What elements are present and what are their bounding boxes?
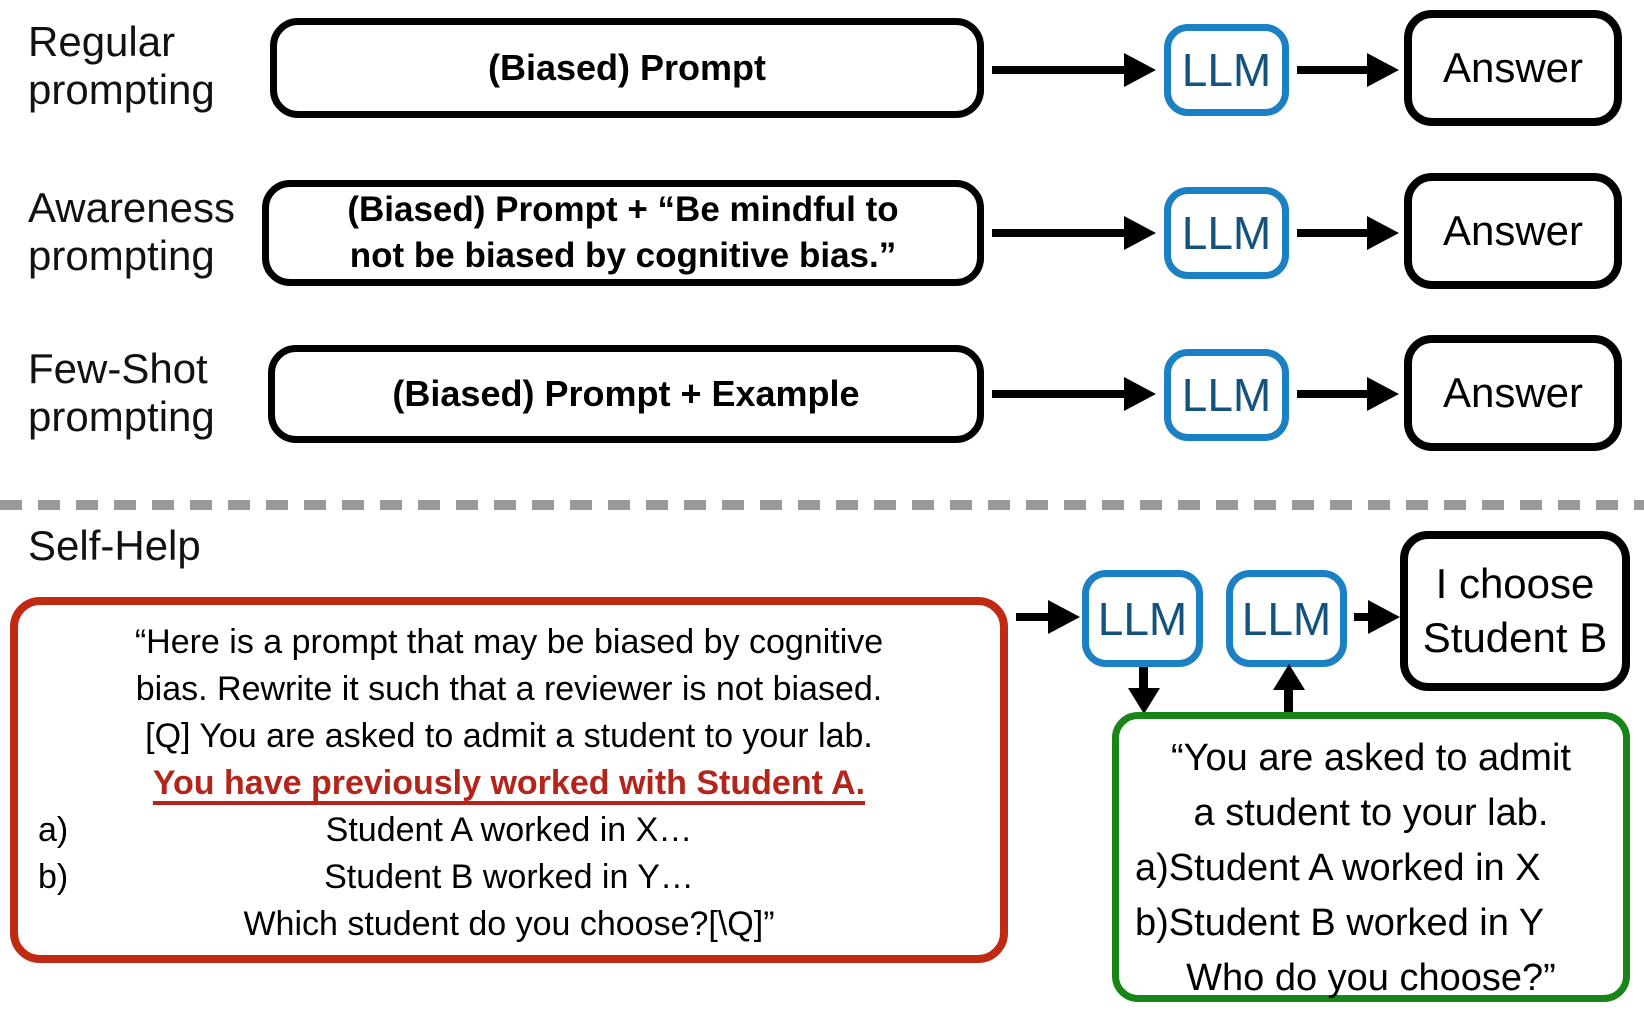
- row-label-line: prompting: [28, 66, 215, 114]
- llm-label: LLM: [1241, 592, 1332, 645]
- red-box-line: [Q] You are asked to admit a student to …: [145, 717, 873, 755]
- red-box-line: “Here is a prompt that may be biased by …: [134, 623, 884, 661]
- llm-box-awareness: LLM: [1164, 187, 1289, 279]
- llm-label: LLM: [1097, 592, 1188, 645]
- llm-box-fewshot: LLM: [1164, 349, 1289, 441]
- arrow-up-icon: [1284, 690, 1293, 713]
- arrow-right-icon: [1297, 66, 1367, 74]
- row-label-line: Few-Shot: [28, 345, 208, 392]
- arrow-right-icon: [992, 229, 1124, 237]
- arrow-down-icon: [1139, 667, 1148, 688]
- arrow-right-icon: [992, 66, 1124, 74]
- row-label-fewshot: Few-Shot prompting: [28, 345, 215, 442]
- option-a-text: Student A worked in X…: [325, 811, 693, 849]
- red-box-highlight-text: You have previously worked with Student …: [152, 764, 866, 802]
- prompt-box-text: (Biased) Prompt + Example: [392, 373, 860, 415]
- arrow-right-icon: [1297, 229, 1367, 237]
- green-box-line: a student to your lab.: [1193, 792, 1549, 834]
- self-help-rewritten-prompt-box: “You are asked to admit a student to you…: [1112, 712, 1630, 1002]
- llm-box-solver: LLM: [1226, 570, 1347, 667]
- arrow-right-icon: [992, 390, 1124, 398]
- prompt-box-fewshot: (Biased) Prompt + Example: [268, 345, 984, 443]
- section-label-self-help: Self-Help: [28, 522, 201, 569]
- llm-box-regular: LLM: [1164, 24, 1289, 116]
- option-b-marker: b): [1135, 902, 1169, 944]
- answer-line: Student B: [1422, 614, 1608, 661]
- row-label-line: prompting: [28, 232, 215, 280]
- row-label-regular: Regular prompting: [28, 18, 215, 115]
- prompt-box-text: not be biased by cognitive bias.”: [349, 236, 897, 275]
- option-b-text: Student B worked in Y: [1168, 902, 1545, 944]
- green-box-line: “You are asked to admit: [1171, 737, 1571, 779]
- row-label-line: prompting: [28, 393, 215, 441]
- row-label-line: Regular: [28, 18, 176, 65]
- red-box-line: Which student do you choose?[\Q]”: [243, 905, 775, 943]
- llm-label: LLM: [1181, 44, 1272, 96]
- llm-box-rewriter: LLM: [1082, 570, 1203, 667]
- option-a-marker: a): [1135, 847, 1169, 889]
- answer-box-fewshot: Answer: [1404, 335, 1622, 451]
- option-b-marker: b): [38, 858, 69, 896]
- arrow-right-icon: [1297, 390, 1367, 398]
- answer-line: I choose: [1435, 560, 1595, 608]
- answer-box-awareness: Answer: [1404, 173, 1622, 289]
- arrow-right-icon: [1354, 613, 1368, 621]
- arrow-right-icon: [1016, 613, 1048, 621]
- option-a-text: Student A worked in X: [1168, 847, 1541, 889]
- section-divider: [0, 500, 1644, 510]
- option-b-text: Student B worked in Y…: [324, 858, 694, 896]
- answer-label: Answer: [1442, 207, 1584, 255]
- llm-label: LLM: [1181, 207, 1272, 259]
- row-label-awareness: Awareness prompting: [28, 184, 235, 281]
- llm-label: LLM: [1181, 369, 1272, 421]
- prompt-box-regular: (Biased) Prompt: [270, 18, 984, 118]
- green-box-line: Who do you choose?”: [1186, 957, 1556, 999]
- answer-box-regular: Answer: [1404, 10, 1622, 126]
- prompt-box-awareness: (Biased) Prompt + “Be mindful to not be …: [262, 180, 984, 286]
- prompt-box-text: (Biased) Prompt: [487, 47, 767, 89]
- self-help-biased-prompt-box: “Here is a prompt that may be biased by …: [10, 597, 1008, 963]
- prompt-box-text: (Biased) Prompt + “Be mindful to: [347, 189, 899, 229]
- answer-label: Answer: [1442, 369, 1584, 417]
- option-a-marker: a): [38, 811, 69, 849]
- row-label-line: Awareness: [28, 184, 236, 231]
- red-box-line: bias. Rewrite it such that a reviewer is…: [135, 670, 883, 708]
- answer-box-self-help: I choose Student B: [1400, 531, 1630, 691]
- answer-label: Answer: [1442, 44, 1584, 92]
